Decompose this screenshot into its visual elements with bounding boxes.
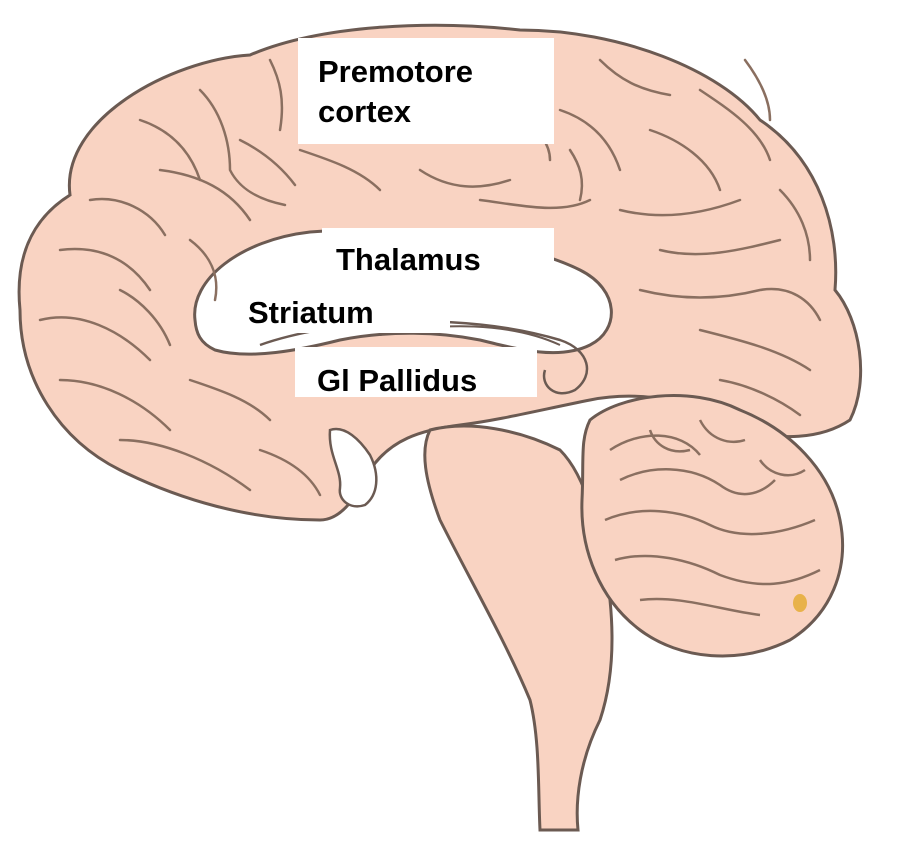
label-globus-pallidus: Gl Pallidus: [295, 347, 537, 398]
cerebellum-folds: [604, 419, 821, 617]
brainstem: [423, 424, 614, 832]
label-thalamus: Thalamus: [322, 228, 554, 278]
third-ventricle: [328, 427, 378, 508]
label-premotor-cortex: Premotore cortex: [298, 38, 554, 144]
label-striatum: Striatum: [236, 285, 450, 333]
accent-spot: [793, 594, 807, 612]
